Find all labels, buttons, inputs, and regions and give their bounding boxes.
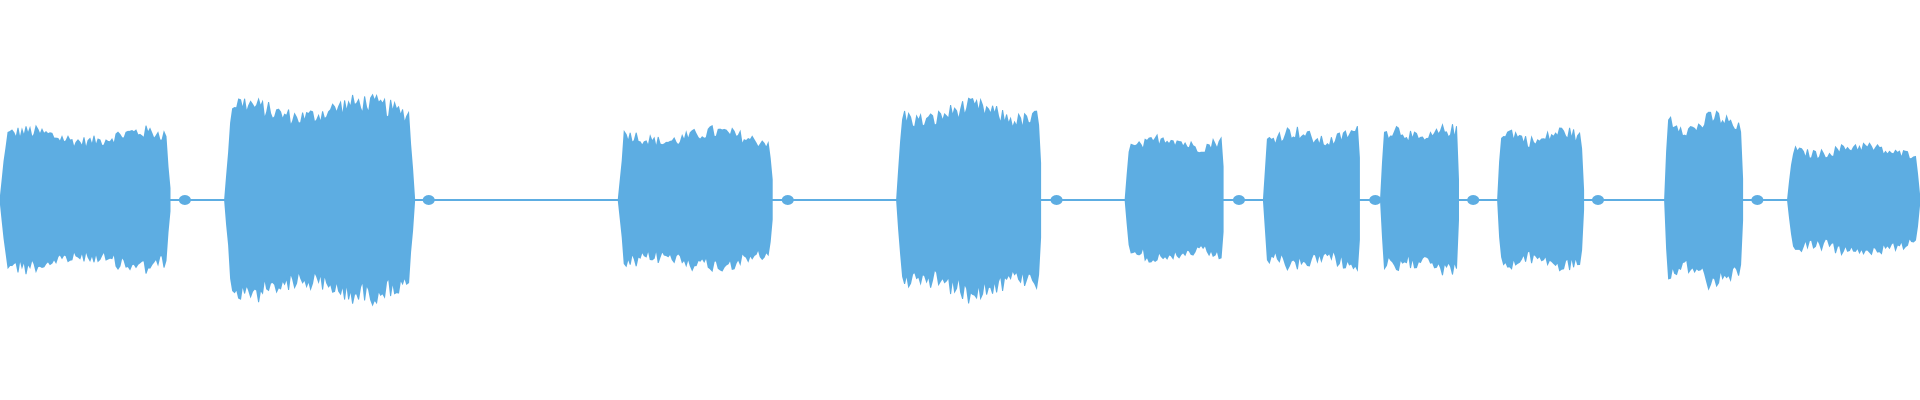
waveform-blip-1 [178,195,191,205]
waveform-blip-8 [1592,195,1604,205]
waveform-blip-5 [1232,195,1245,205]
waveform-segment-2 [224,93,416,307]
waveform-segment-6 [1262,126,1360,272]
waveform-segment-1 [0,124,171,275]
waveform-segment-4 [896,97,1042,304]
waveform-blip-7 [1467,195,1480,205]
waveform-segment-10 [1786,142,1920,257]
waveform-segment-9 [1664,110,1744,291]
waveform-blip-6 [1369,195,1382,205]
waveform-blip-2 [422,195,435,205]
waveform-segment-7 [1379,123,1459,276]
waveform-segment-8 [1497,127,1585,272]
waveform-blip-9 [1751,195,1764,205]
waveform-blip-3 [781,195,794,205]
waveform-segment-5 [1124,133,1224,263]
waveform-segment-3 [617,125,773,273]
waveform-blip-4 [1050,195,1063,205]
